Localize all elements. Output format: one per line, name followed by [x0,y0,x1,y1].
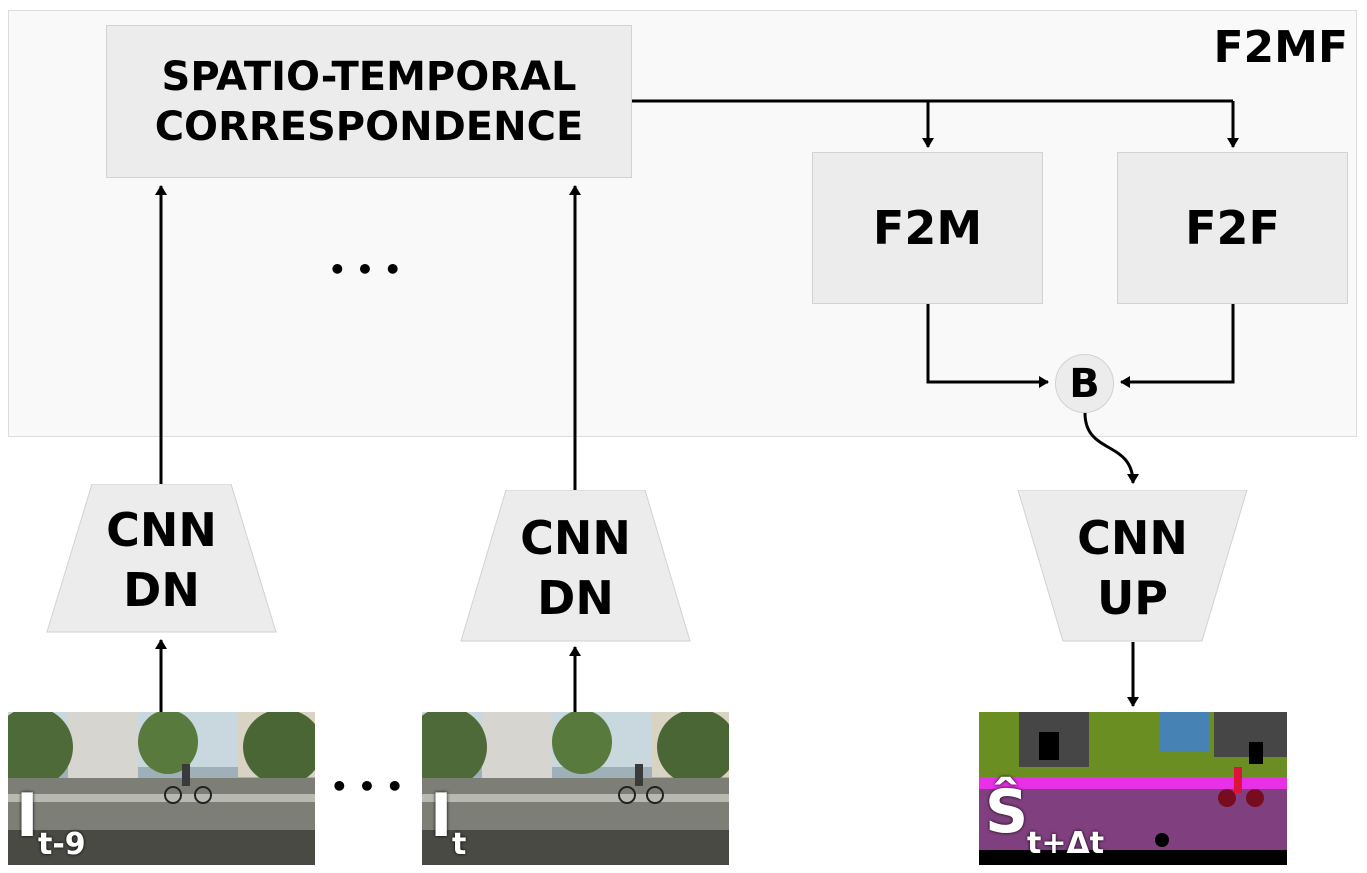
cnn-up-line-1: CNN [1077,511,1188,565]
cnn-dn-2-shape [460,489,691,642]
cnn-up-shape [1017,489,1248,642]
spatio-temporal-correspondence-box: SPATIO-TEMPORAL CORRESPONDENCE [106,25,632,178]
input-frame-2-subscript: t [452,827,467,862]
cnn-dn-2: CNN DN [460,489,691,642]
street-scene-image [8,712,315,865]
input-frame-t: I t [422,712,729,865]
f2m-box: F2M [812,152,1043,304]
correspondence-line-2: CORRESPONDENCE [154,103,584,150]
correspondence-line-1: SPATIO-TEMPORAL [161,53,577,100]
frames-ellipsis: • • • [330,770,404,803]
cnn-dn-1: CNN DN [46,483,277,633]
input-frame-1-symbol: I [16,781,39,851]
cnn-dn-1-line-1: CNN [106,503,217,557]
feature-ellipsis: • • • [328,253,402,286]
f2f-box: F2F [1117,152,1348,304]
cnn-dn-1-shape [46,483,277,633]
f2mf-title: F2MF [1213,22,1348,73]
input-frame-2-symbol: I [430,781,453,851]
output-frame-symbol: Ŝ [985,777,1029,847]
segmentation-map-image [979,712,1287,865]
output-segmentation-frame: Ŝ t+Δt [979,712,1287,865]
cnn-dn-1-line-2: DN [123,563,200,617]
input-frame-1-subscript: t-9 [38,827,86,862]
cnn-dn-2-line-2: DN [537,571,614,625]
input-frame-t-minus-9: I t-9 [8,712,315,865]
blend-node: B [1055,354,1114,413]
cnn-dn-2-line-1: CNN [520,511,631,565]
output-frame-subscript: t+Δt [1027,826,1105,861]
cnn-up-line-2: UP [1096,571,1169,625]
cnn-up: CNN UP [1017,489,1248,642]
street-scene-image [422,712,729,865]
